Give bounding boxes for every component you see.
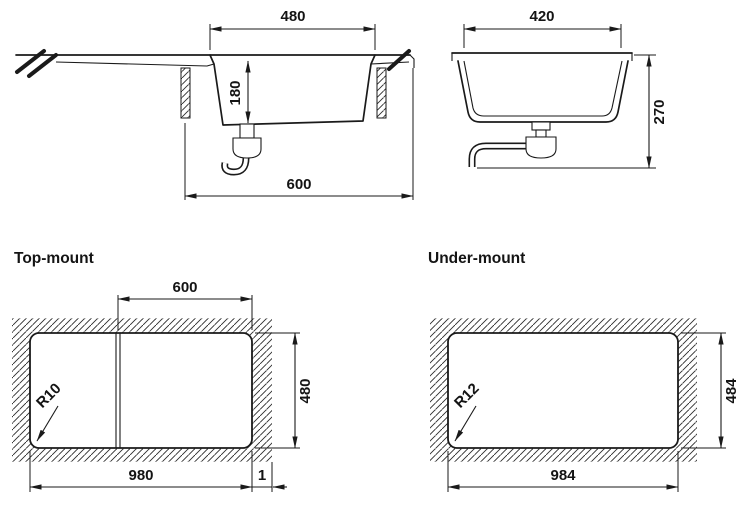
dim-text-600-cutout: 600 <box>172 279 197 296</box>
trap-cup-end <box>525 136 557 159</box>
under-mount-diagram: Under-mount R12 484 984 <box>428 250 740 492</box>
side-section-view: 480 180 600 <box>15 8 415 200</box>
basin-profile <box>209 54 376 126</box>
trap-outlet-pipe-bore <box>222 157 248 174</box>
mounting-clip-right <box>376 67 387 119</box>
dimension-180: 180 <box>227 60 251 124</box>
left-edge-mark <box>15 49 46 74</box>
dim-text-480: 480 <box>280 8 305 25</box>
outlet-pipe-end-view <box>468 142 528 167</box>
right-edge-mark <box>387 49 411 71</box>
dimension-980: 980 1 <box>29 451 287 492</box>
dimension-420: 420 <box>463 8 622 48</box>
dim-text-600: 600 <box>286 176 311 193</box>
cutout-rect-under-mount <box>447 332 679 449</box>
dimension-984: 984 <box>447 451 679 492</box>
rim-end-caps <box>451 53 633 61</box>
cutout-rect-top-mount <box>29 332 253 449</box>
under-mount-label: Under-mount <box>428 250 525 267</box>
mounting-clip-left <box>180 67 191 119</box>
drain-tailpiece-end <box>535 129 547 138</box>
bowl-inner-wall <box>463 60 623 117</box>
top-mount-label: Top-mount <box>14 250 94 267</box>
trap-cup <box>232 137 262 159</box>
dimension-600-top-mount: 600 <box>117 279 253 330</box>
dimension-600-side: 600 <box>184 68 414 200</box>
top-mount-diagram: Top-mount 600 R10 480 <box>12 250 314 492</box>
dim-text-420: 420 <box>529 8 554 25</box>
bowl-outer-wall <box>457 60 629 123</box>
dim-text-180: 180 <box>227 80 244 105</box>
right-rim-lip <box>409 54 415 68</box>
dimension-480: 480 <box>209 8 376 50</box>
dimension-270: 270 <box>477 54 668 169</box>
drainboard-surface <box>55 61 215 67</box>
dimension-480-top-mount: 480 <box>255 332 314 449</box>
dim-text-480-cutout: 480 <box>297 378 314 403</box>
dim-text-1: 1 <box>258 467 266 484</box>
end-section-view: 420 270 <box>451 8 668 169</box>
left-edge-mark-2 <box>27 53 58 78</box>
dimension-484: 484 <box>681 332 740 449</box>
dim-text-270: 270 <box>651 99 668 124</box>
dim-text-484: 484 <box>723 378 740 404</box>
dim-text-980: 980 <box>128 467 153 484</box>
right-rim-underside <box>370 61 410 65</box>
outlet-pipe-bore <box>470 144 528 167</box>
drain-flange-end <box>531 121 551 131</box>
drain-tailpiece <box>239 123 255 139</box>
drain-trap-side <box>221 123 262 176</box>
dim-text-984: 984 <box>550 467 576 484</box>
